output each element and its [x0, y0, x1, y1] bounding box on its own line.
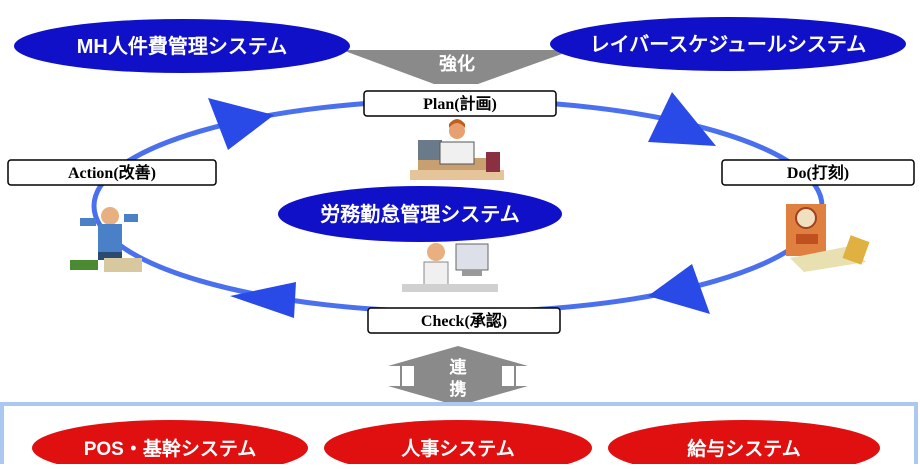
planning-person-illustration: [410, 119, 504, 180]
link-label-2: 携: [450, 379, 467, 399]
external-system-payroll-label: 給与システム: [687, 437, 800, 460]
link-arrow: 連 携: [388, 346, 528, 406]
action-label: Action(改善): [68, 163, 156, 182]
top-right-system: レイバースケジュールシステム: [550, 17, 906, 71]
external-system-pos: POS・基幹システム: [32, 420, 308, 469]
check-label: Check(承認): [421, 311, 507, 330]
cycle-arrow-top-left: [208, 98, 274, 150]
external-system-payroll: 給与システム: [608, 420, 880, 469]
center-system: 労務勤怠管理システム: [278, 186, 562, 242]
cycle-arrow-bottom-right: [648, 264, 710, 314]
action-box: Action(改善): [7, 159, 217, 186]
strengthen-label: 強化: [439, 53, 475, 74]
top-left-system: MH人件費管理システム: [14, 19, 350, 73]
top-left-system-label: MH人件費管理システム: [77, 34, 288, 58]
cycle-arrow-top-right: [648, 92, 716, 146]
do-label: Do(打刻): [787, 163, 849, 182]
checking-person-illustration: [402, 243, 498, 292]
top-right-system-label: レイバースケジュールシステム: [590, 33, 867, 56]
external-system-pos-label: POS・基幹システム: [84, 437, 257, 460]
center-system-label: 労務勤怠管理システム: [320, 202, 519, 226]
plan-box: Plan(計画): [363, 90, 557, 117]
time-clock-illustration: [786, 204, 870, 272]
check-box: Check(承認): [367, 307, 561, 334]
do-box: Do(打刻): [721, 159, 915, 186]
external-system-hr: 人事システム: [324, 420, 592, 469]
plan-label: Plan(計画): [423, 94, 497, 113]
action-person-illustration: [70, 207, 142, 272]
strengthen-arrow: 強化: [342, 50, 573, 84]
link-label-1: 連: [450, 357, 468, 377]
external-system-hr-label: 人事システム: [401, 437, 514, 460]
cycle-arrow-bottom-left: [230, 282, 296, 318]
